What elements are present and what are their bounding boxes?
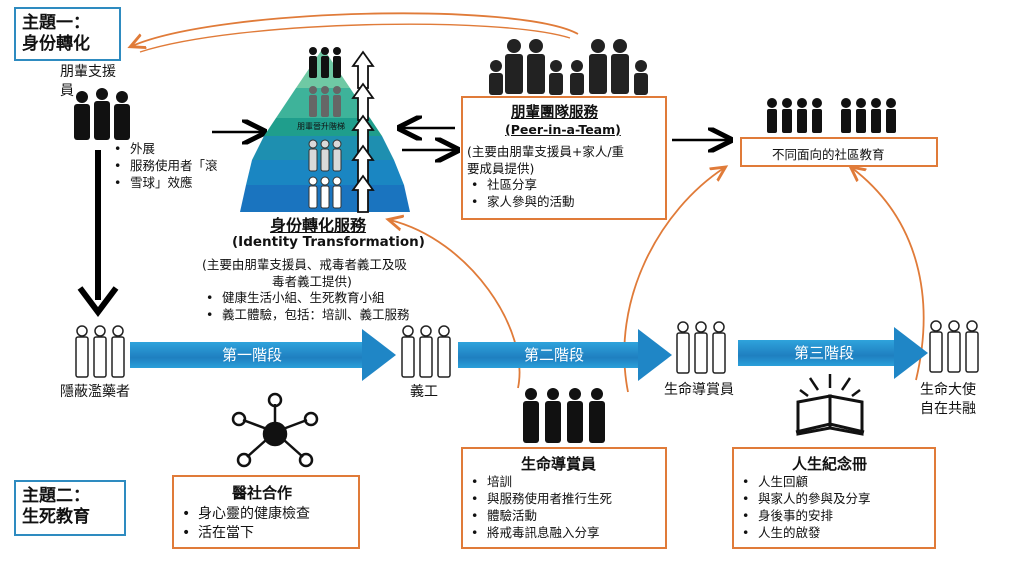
theme2-box: 主題二： 生死教育 <box>14 480 126 536</box>
pyramid-people-icon <box>308 47 342 209</box>
peer-team-list: 社區分享 家人參與的活動 <box>465 176 575 210</box>
life-mentor-label: 生命導賞員 <box>664 382 734 398</box>
hidden-users-label: 隱蔽濫藥者 <box>60 384 130 400</box>
medsoc-list: 身心靈的健康檢查 活在當下 <box>176 505 310 543</box>
volunteer-label: 義工 <box>410 384 438 400</box>
theme1-title: 主題一： 身份轉化 <box>16 9 119 59</box>
life-mentor-title: 生命導賞員 <box>521 455 597 473</box>
community-edu-label: 不同面向的社區教育 <box>772 147 885 162</box>
life-book-item: 與家人的參與及分享 <box>736 490 871 507</box>
life-book-box: 人生紀念冊 人生回顧 與家人的參與及分享 身後事的安排 人生的啟發 <box>732 447 936 549</box>
peer-team-box: 朋輩團隊服務 (Peer-in-a-Team) (主要由朋輩支援員+家人/重 要… <box>461 96 667 220</box>
identity-item: 健康生活小組、生死教育小組 <box>200 289 410 306</box>
family-icon <box>489 39 648 95</box>
peer-team-provided-2: 要成員提供) <box>467 161 535 176</box>
outreach-item: 外展 <box>108 140 218 157</box>
life-book-title: 人生紀念冊 <box>792 455 868 473</box>
medsoc-item: 活在當下 <box>176 524 310 543</box>
cheering-people-icon <box>767 98 896 133</box>
life-mentor-item: 培訓 <box>465 473 612 490</box>
peer-team-provided-1: (主要由朋輩支援員+家人/重 <box>467 144 625 159</box>
life-book-item: 人生回顧 <box>736 473 871 490</box>
life-mentor-box: 生命導賞員 培訓 與服務使用者推行生死 體驗活動 將戒毒訊息融入分享 <box>461 447 667 549</box>
medsoc-item: 身心靈的健康檢查 <box>176 505 310 524</box>
stage2-bar <box>458 342 640 368</box>
medsoc-box: 醫社合作 身心靈的健康檢查 活在當下 <box>172 475 360 549</box>
curve-theme1 <box>132 12 579 46</box>
peer-team-subtitle: (Peer-in-a-Team) <box>505 122 621 137</box>
life-mentor-item: 體驗活動 <box>465 507 612 524</box>
theme1-line2: 身份轉化 <box>22 34 90 54</box>
network-icon <box>231 392 319 468</box>
ambassador-line2: 自在共融 <box>920 401 976 417</box>
life-book-list: 人生回顧 與家人的參與及分享 身後事的安排 人生的啟發 <box>736 473 871 541</box>
ambassador-line1: 生命大使 <box>920 382 976 398</box>
outreach-item: 服務使用者「滾 <box>108 157 218 174</box>
outreach-list: 外展 服務使用者「滾 雪球」效應 <box>108 140 218 191</box>
medsoc-title: 醫社合作 <box>232 484 293 502</box>
identity-provided-2: 毒者義工提供) <box>272 274 352 289</box>
up-arrows-icon <box>351 50 375 213</box>
hidden-users-icon <box>75 325 125 378</box>
life-mentors-icon <box>676 321 726 374</box>
identity-list: 健康生活小組、生死教育小組 義工體驗，包括：培訓、義工服務 <box>200 289 410 323</box>
peer-supporter-line1: 朋輩支援 <box>60 64 116 80</box>
identity-provided-1: (主要由朋輩支援員、戒毒者義工及吸 <box>202 257 407 272</box>
peer-supporter-label: 朋輩支援 員 <box>60 63 116 101</box>
stage2-label: 第二階段 <box>524 346 585 364</box>
identity-subtitle: (Identity Transformation) <box>232 234 425 250</box>
volunteers-icon <box>401 325 451 378</box>
pyramid-ladder-label: 朋輩晉升階梯 <box>297 122 345 131</box>
life-mentor-list: 培訓 與服務使用者推行生死 體驗活動 將戒毒訊息融入分享 <box>465 473 612 541</box>
life-mentor-item: 與服務使用者推行生死 <box>465 490 612 507</box>
peer-supporter-line2: 員 <box>60 83 74 99</box>
identity-title: 身份轉化服務 <box>270 216 367 235</box>
life-book-item: 身後事的安排 <box>736 507 871 524</box>
peer-team-item: 家人參與的活動 <box>465 193 575 210</box>
stage3-bar <box>738 340 896 366</box>
life-mentor-item: 將戒毒訊息融入分享 <box>465 524 612 541</box>
identity-item: 義工體驗，包括：培訓、義工服務 <box>200 306 410 323</box>
theme2-line2: 生死教育 <box>22 507 90 527</box>
mentors-group-icon <box>523 388 605 443</box>
theme2-line1: 主題二： <box>22 486 90 506</box>
peer-supporters-icon <box>74 88 130 140</box>
curve-theme1-b <box>139 23 571 53</box>
peer-team-item: 社區分享 <box>465 176 575 193</box>
peer-team-title: 朋輩團隊服務 <box>511 105 598 121</box>
stage2-arrowhead <box>638 329 672 381</box>
theme1-box: 主題一： 身份轉化 <box>14 7 121 61</box>
down-arrow-head <box>77 286 119 317</box>
book-icon <box>795 374 865 436</box>
stage1-arrowhead <box>362 329 396 381</box>
ambassadors-icon <box>929 320 979 373</box>
stage1-label: 第一階段 <box>222 346 283 364</box>
community-edu-box: 不同面向的社區教育 <box>740 137 938 167</box>
theme2-title: 主題二： 生死教育 <box>16 482 124 532</box>
life-book-item: 人生的啟發 <box>736 524 871 541</box>
ambassador-label: 生命大使 自在共融 <box>920 381 976 419</box>
theme1-line1: 主題一： <box>22 13 90 33</box>
stage3-arrowhead <box>894 327 928 379</box>
outreach-item: 雪球」效應 <box>108 174 218 191</box>
stage1-bar <box>130 342 364 368</box>
stage3-label: 第三階段 <box>794 344 855 362</box>
